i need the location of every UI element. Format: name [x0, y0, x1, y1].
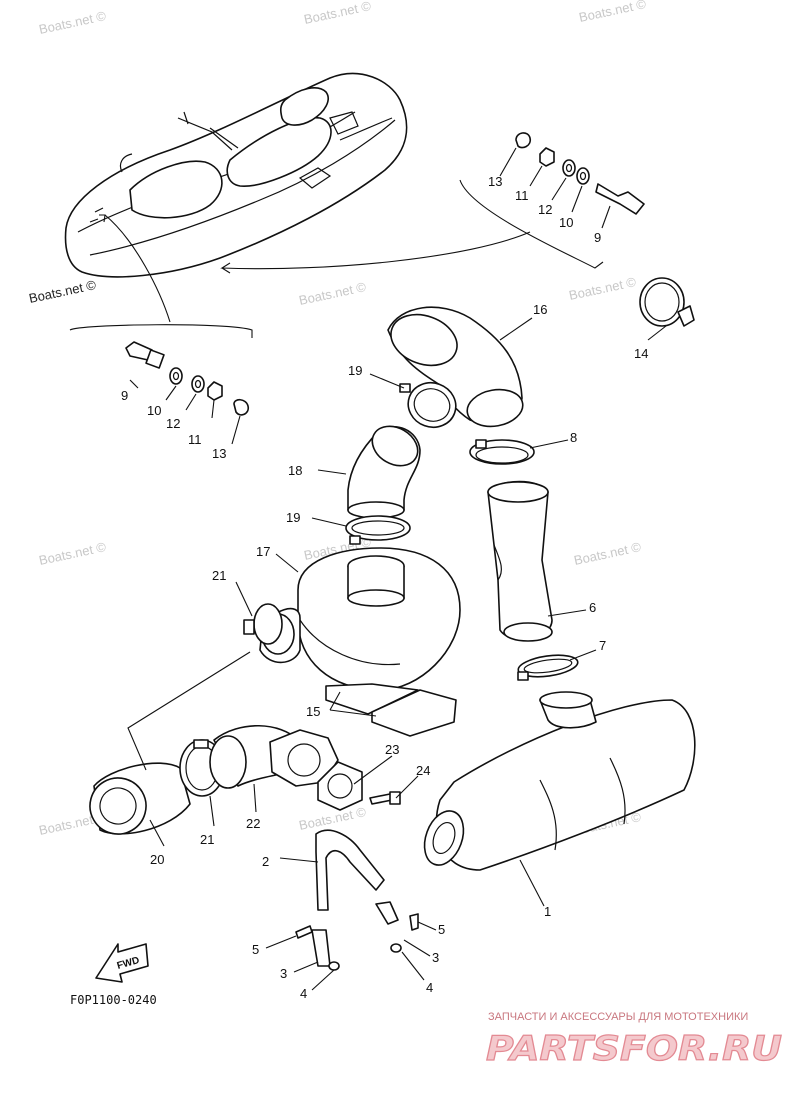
elbow-16 — [387, 306, 524, 428]
hardware-3-4-5 — [295, 901, 419, 971]
watermark: Boats.net © — [298, 804, 368, 833]
part-labels: 9 10 12 11 13 13 11 12 10 9 14 16 19 8 1… — [121, 174, 648, 1001]
part-label: 13 — [212, 446, 226, 461]
part-label: 1 — [544, 904, 551, 919]
part-label: 16 — [533, 302, 547, 317]
part-label: 4 — [300, 986, 307, 1001]
shop-logo: PARTSFOR.RU — [486, 1029, 782, 1069]
watermark: Boats.net © — [38, 539, 108, 568]
bracket-right — [459, 179, 604, 269]
part-label: 11 — [188, 432, 202, 447]
watermark: Boats.net © — [578, 0, 648, 25]
pipe-20 — [89, 762, 191, 835]
part-label: 11 — [515, 188, 529, 203]
watermark: Boats.net © — [298, 279, 368, 308]
part-label: 3 — [432, 950, 439, 965]
part-label: 21 — [212, 568, 226, 583]
part-label: 20 — [150, 852, 164, 867]
part-label: 22 — [246, 816, 260, 831]
clamp-19-upper — [399, 381, 457, 429]
part-label: 12 — [166, 416, 180, 431]
part-label: 19 — [286, 510, 300, 525]
part-label: 12 — [538, 202, 552, 217]
watermark: Boats.net © — [38, 8, 108, 37]
part-label: 8 — [570, 430, 577, 445]
part-label: 13 — [488, 174, 502, 189]
part-label: 9 — [594, 230, 601, 245]
part-label: 7 — [599, 638, 606, 653]
clamp-21-upper — [243, 603, 283, 645]
clamp-14 — [639, 277, 695, 327]
fitting-group-left — [125, 341, 250, 416]
clamp-8 — [469, 439, 535, 465]
part-label: 17 — [256, 544, 270, 559]
part-label: 24 — [416, 763, 430, 778]
part-label: 2 — [262, 854, 269, 869]
watermark-dark: Boats.net © — [28, 277, 98, 306]
clamp-7 — [517, 654, 579, 681]
part-label: 5 — [438, 922, 445, 937]
hose-6 — [487, 480, 553, 642]
watercraft-illustration — [64, 72, 408, 323]
shop-watermark: ЗАПЧАСТИ И АКСЕССУАРЫ ДЛЯ МОТОТЕХНИКИ PA… — [485, 1011, 782, 1070]
watermark: Boats.net © — [303, 0, 373, 27]
leader-lines — [127, 147, 667, 991]
strap-2 — [315, 829, 385, 911]
muffler-1 — [423, 691, 696, 871]
part-label: 6 — [589, 600, 596, 615]
figure-code: F0P1100-0240 — [70, 993, 157, 1007]
shop-tagline: ЗАПЧАСТИ И АКСЕССУАРЫ ДЛЯ МОТОТЕХНИКИ — [488, 1011, 748, 1023]
part-label: 5 — [252, 942, 259, 957]
part-label: 9 — [121, 388, 128, 403]
fwd-arrow-icon: FWD — [95, 943, 149, 983]
part-label: 10 — [559, 215, 573, 230]
flange-23 — [269, 729, 363, 811]
part-label: 21 — [200, 832, 214, 847]
arrow-to-hull — [220, 231, 531, 274]
watermark: Boats.net © — [568, 274, 638, 303]
bolt-24 — [369, 791, 401, 805]
part-label: 19 — [348, 363, 362, 378]
part-label: 3 — [280, 966, 287, 981]
watermark: Boats.net © — [573, 539, 643, 568]
pads-15 — [325, 683, 457, 737]
fitting-group-right — [515, 132, 645, 215]
clamp-19-lower — [345, 515, 411, 545]
part-label: 4 — [426, 980, 433, 995]
bracket-left — [69, 324, 253, 338]
part-label: 18 — [288, 463, 302, 478]
part-label: 23 — [385, 742, 399, 757]
part-label: 10 — [147, 403, 161, 418]
water-lock-17 — [259, 547, 461, 691]
elbow-18 — [347, 425, 421, 519]
part-label: 15 — [306, 704, 320, 719]
part-label: 14 — [634, 346, 648, 361]
